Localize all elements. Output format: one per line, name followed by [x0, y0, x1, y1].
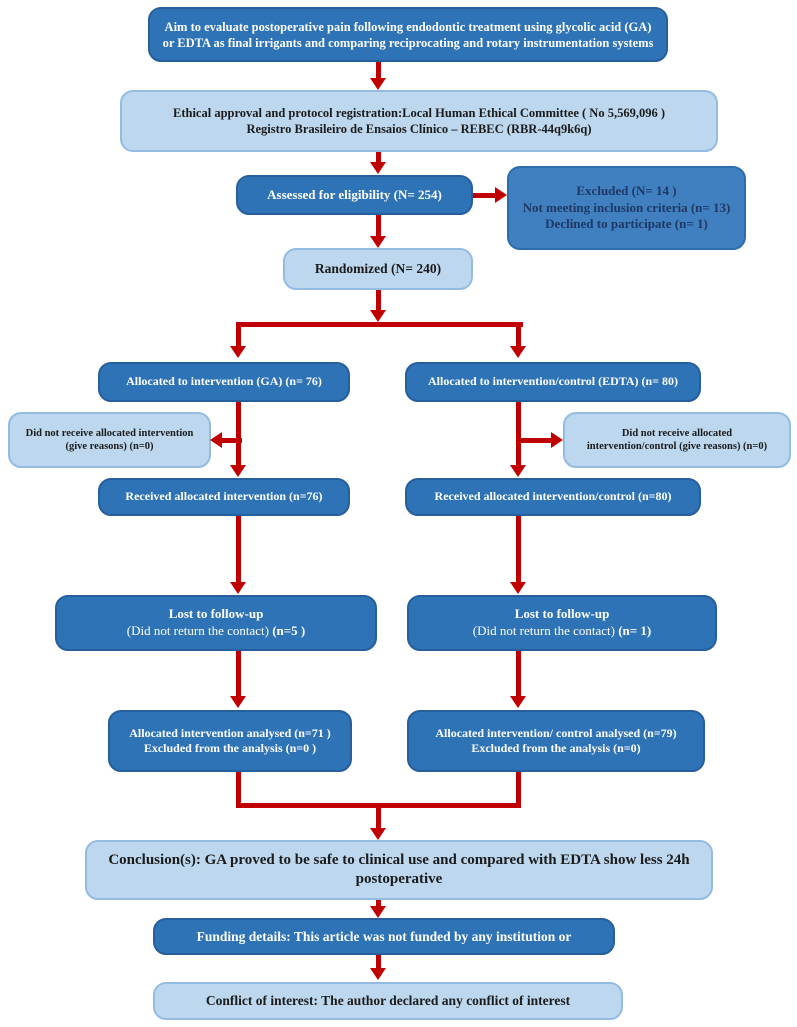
- conflict-text: Conflict of interest: The author declare…: [205, 993, 571, 1009]
- arrow-ethics-to-assessed-head: [370, 162, 386, 174]
- arrow-assessed-to-randomized-line: [376, 215, 381, 237]
- lost-ga-detail: (Did not return the contact): [126, 623, 269, 638]
- aim-box: Aim to evaluate postoperative pain follo…: [148, 7, 668, 62]
- lost-ga-title: Lost to follow-up: [168, 606, 264, 622]
- lost-edta-detail: (Did not return the contact): [472, 623, 615, 638]
- received-edta-box: Received allocated intervention/control …: [405, 478, 701, 516]
- arrow-received-to-lost-ga-line: [236, 516, 241, 583]
- lost-edta-count: (n= 1): [618, 623, 652, 638]
- not-received-edta-box: Did not receive allocated intervention/c…: [563, 412, 791, 468]
- arrow-allocated-to-received-edta-head: [510, 465, 526, 477]
- arrow-randomized-split-head: [370, 310, 386, 322]
- lost-followup-ga-box: Lost to follow-up (Did not return the co…: [55, 595, 377, 651]
- arrow-split-to-allocated-ga-head: [230, 346, 246, 358]
- arrow-ethics-to-assessed-line: [376, 152, 381, 163]
- arrow-assessed-to-randomized-head: [370, 236, 386, 248]
- arrow-lost-to-analysed-ga-line: [236, 651, 241, 697]
- arrow-merge-to-conclusion-line: [376, 806, 381, 829]
- allocated-ga-box: Allocated to intervention (GA) (n= 76): [98, 362, 350, 402]
- arrow-received-to-lost-ga-head: [230, 582, 246, 594]
- arrow-received-to-lost-edta-head: [510, 582, 526, 594]
- arrow-assessed-to-excluded-line: [473, 193, 496, 198]
- aim-text: Aim to evaluate postoperative pain follo…: [162, 19, 654, 50]
- arrow-branch-not-received-ga-head: [210, 432, 222, 448]
- not-received-edta-line-1: Did not receive allocated: [621, 427, 733, 439]
- arrow-branch-not-received-ga-line: [222, 438, 242, 443]
- ethics-box: Ethical approval and protocol registrati…: [120, 90, 718, 152]
- lost-ga-count: (n=5 ): [272, 623, 306, 638]
- analysed-edta-line-2: Excluded from the analysis (n=0): [471, 741, 641, 755]
- arrow-lost-to-analysed-ga-head: [230, 696, 246, 708]
- not-received-ga-line-1: Did not receive allocated intervention: [25, 427, 194, 439]
- received-ga-box: Received allocated intervention (n=76): [98, 478, 350, 516]
- arrow-branch-not-received-edta-line: [519, 438, 551, 443]
- arrow-split-to-allocated-edta-line: [516, 326, 521, 346]
- excluded-line-3: Declined to participate (n= 1): [545, 216, 708, 232]
- arrow-allocated-to-received-edta-line: [516, 402, 521, 466]
- arrow-allocated-to-received-ga-line: [236, 402, 241, 466]
- funding-text: Funding details: This article was not fu…: [196, 928, 572, 944]
- merge-line-edta: [516, 772, 521, 808]
- analysed-edta-box: Allocated intervention/ control analysed…: [407, 710, 705, 772]
- merge-line-ga: [236, 772, 241, 808]
- arrow-split-to-allocated-edta-head: [510, 346, 526, 358]
- excluded-box: Excluded (N= 14 ) Not meeting inclusion …: [507, 166, 746, 250]
- randomized-text: Randomized (N= 240): [314, 261, 442, 277]
- allocated-edta-text: Allocated to intervention/control (EDTA)…: [427, 374, 679, 389]
- excluded-line-1: Excluded (N= 14 ): [576, 183, 677, 199]
- arrow-lost-to-analysed-edta-head: [510, 696, 526, 708]
- analysed-ga-line-2: Excluded from the analysis (n=0 ): [143, 741, 317, 755]
- arrow-assessed-to-excluded-head: [495, 187, 507, 203]
- lost-edta-title: Lost to follow-up: [514, 606, 610, 622]
- received-edta-text: Received allocated intervention/control …: [434, 489, 672, 504]
- arrow-funding-to-conflict-head: [370, 968, 386, 980]
- arrow-conclusion-to-funding-line: [376, 900, 381, 907]
- conclusion-text: Conclusion(s): GA proved to be safe to c…: [108, 851, 690, 887]
- merge-horizontal-line: [236, 803, 521, 808]
- funding-box: Funding details: This article was not fu…: [153, 918, 615, 955]
- ethics-line-2: Registro Brasileiro de Ensaios Clínico –…: [246, 122, 592, 136]
- randomized-box: Randomized (N= 240): [283, 248, 473, 290]
- arrow-received-to-lost-edta-line: [516, 516, 521, 583]
- split-horizontal-line: [236, 322, 523, 327]
- arrow-funding-to-conflict-line: [376, 955, 381, 969]
- excluded-line-2: Not meeting inclusion criteria (n= 13): [522, 199, 731, 215]
- arrow-branch-not-received-edta-head: [551, 432, 563, 448]
- arrow-aim-to-ethics-head: [370, 78, 386, 90]
- not-received-ga-box: Did not receive allocated intervention (…: [8, 412, 211, 468]
- assessed-box: Assessed for eligibility (N= 254): [236, 175, 473, 215]
- ethics-line-1: Ethical approval and protocol registrati…: [173, 106, 665, 120]
- analysed-edta-line-1: Allocated intervention/ control analysed…: [435, 725, 677, 740]
- arrow-conclusion-to-funding-head: [370, 906, 386, 918]
- conflict-box: Conflict of interest: The author declare…: [153, 982, 623, 1020]
- not-received-ga-line-2: (give reasons) (n=0): [65, 441, 154, 452]
- arrow-aim-to-ethics-line: [376, 62, 381, 79]
- lost-followup-edta-box: Lost to follow-up (Did not return the co…: [407, 595, 717, 651]
- not-received-edta-line-2: intervention/control (give reasons) (n=0…: [586, 441, 768, 452]
- assessed-text: Assessed for eligibility (N= 254): [267, 186, 442, 202]
- arrow-allocated-to-received-ga-head: [230, 465, 246, 477]
- arrow-lost-to-analysed-edta-line: [516, 651, 521, 697]
- allocated-ga-text: Allocated to intervention (GA) (n= 76): [126, 374, 322, 389]
- arrow-merge-to-conclusion-head: [370, 828, 386, 840]
- analysed-ga-box: Allocated intervention analysed (n=71 ) …: [108, 710, 352, 772]
- arrow-split-to-allocated-ga-line: [236, 326, 241, 346]
- allocated-edta-box: Allocated to intervention/control (EDTA)…: [405, 362, 701, 402]
- analysed-ga-line-1: Allocated intervention analysed (n=71 ): [129, 725, 331, 740]
- received-ga-text: Received allocated intervention (n=76): [125, 489, 323, 504]
- conclusion-box: Conclusion(s): GA proved to be safe to c…: [85, 840, 713, 900]
- arrow-randomized-split-stem: [376, 290, 381, 310]
